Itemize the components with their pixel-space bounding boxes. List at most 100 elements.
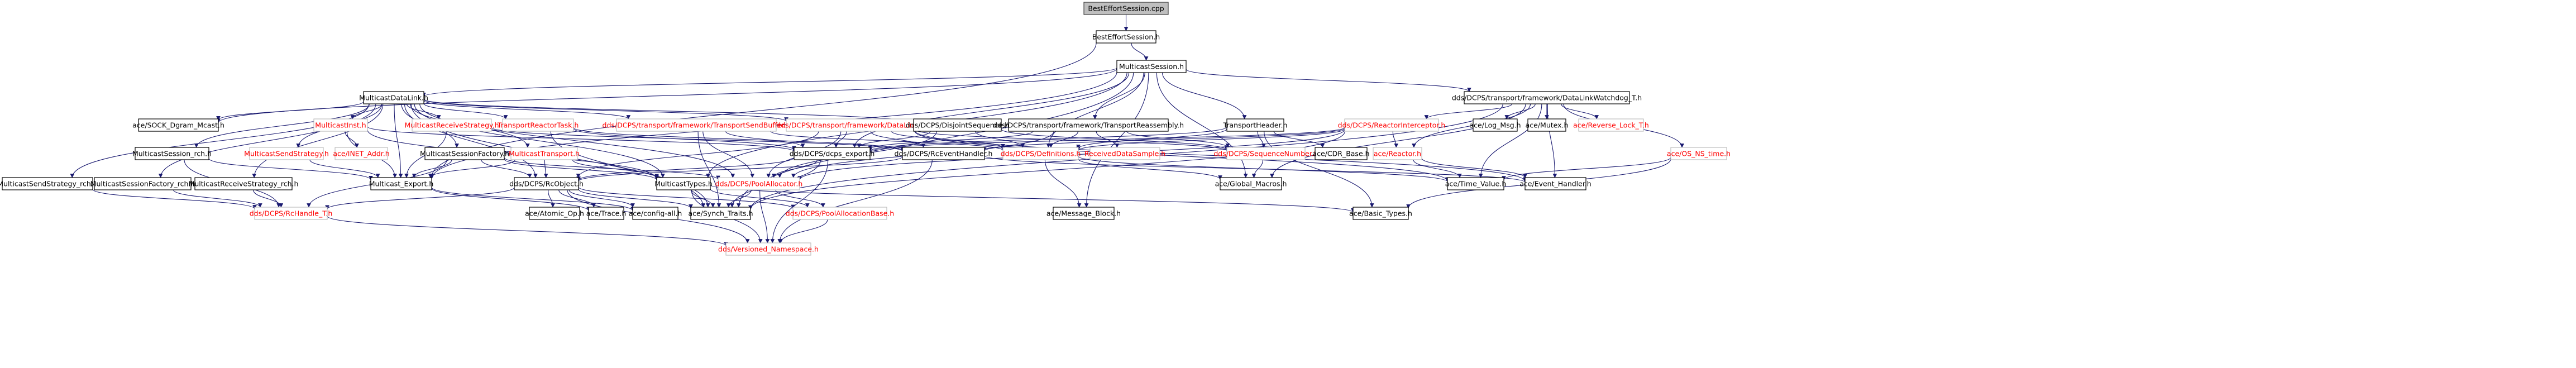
- edge-pa-to-vn: [759, 189, 770, 243]
- node-mexp[interactable]: Multicast_Export.h: [369, 177, 434, 190]
- node-exp[interactable]: dds/DCPS/dcps_export.h: [790, 147, 875, 160]
- node-label: dds/Versioned_Namespace.h: [718, 245, 819, 254]
- node-rco[interactable]: dds/DCPS/RcObject.h: [509, 177, 584, 190]
- edge-wdog-to-reactor: [1412, 103, 1531, 148]
- edge-rco-to-pab: [578, 187, 795, 209]
- edge-mdl-to-dseq: [423, 99, 916, 123]
- node-ms[interactable]: MulticastSession.h: [1116, 60, 1187, 73]
- node-label: ace/CDR_Base.h: [1312, 150, 1369, 158]
- edge-ms-to-th: [1162, 72, 1247, 120]
- node-rch[interactable]: dds/DCPS/RcHandle_T.h: [250, 207, 333, 220]
- node-msrch[interactable]: MulticastSession_rch.h: [132, 147, 212, 160]
- edge-rco-to-st: [578, 189, 693, 209]
- edge-th-to-exp: [868, 126, 1227, 152]
- node-msend[interactable]: MulticastSendStrategy.h: [244, 147, 329, 160]
- node-msfrch[interactable]: MulticastSessionFactory_rch.h: [90, 177, 195, 190]
- node-box: [656, 177, 711, 190]
- edge-tdl-to-seqn: [914, 129, 1229, 151]
- edge-rco-to-aop: [547, 189, 555, 208]
- node-label: dds/DCPS/transport/framework/TransportSe…: [603, 121, 791, 130]
- node-label: dds/DCPS/transport/framework/TransportRe…: [993, 121, 1184, 130]
- node-tdl[interactable]: dds/DCPS/transport/framework/DataLink.h: [776, 118, 925, 132]
- node-mssrch[interactable]: MulticastSendStrategy_rch.h: [0, 177, 98, 190]
- node-st[interactable]: ace/Synch_Traits.h: [688, 207, 753, 220]
- node-minst[interactable]: MulticastInst.h: [313, 118, 368, 132]
- node-box: [412, 118, 492, 132]
- node-label: ace/OS_NS_time.h: [1667, 150, 1731, 158]
- node-label: TransportReactorTask.h: [497, 121, 579, 130]
- node-reactor[interactable]: ace/Reactor.h: [1373, 147, 1422, 160]
- node-mdl[interactable]: MulticastDataLink.h: [359, 91, 428, 104]
- edge-dseq-to-exp: [857, 131, 931, 148]
- edge-th-to-seqn: [1257, 131, 1266, 148]
- node-log[interactable]: ace/Log_Msg.h: [1469, 118, 1521, 132]
- node-beh[interactable]: BestEffortSession.h: [1092, 30, 1160, 44]
- edge-ri-to-exp: [868, 127, 1345, 152]
- node-box: [794, 147, 871, 160]
- edge-pab-to-vn: [778, 219, 828, 243]
- node-bt[interactable]: ace/Basic_Types.h: [1349, 207, 1412, 220]
- edge-mdl-to-mssrch: [70, 103, 370, 178]
- node-mb[interactable]: ace/Message_Block.h: [1046, 207, 1121, 220]
- node-cfg[interactable]: ace/config-all.h: [629, 207, 682, 220]
- node-rlt[interactable]: ace/Reverse_Lock_T.h: [1573, 118, 1649, 132]
- node-label: ace/config-all.h: [629, 209, 682, 218]
- node-box: [94, 177, 192, 190]
- node-dseq[interactable]: dds/DCPS/DisjointSequence.h: [906, 118, 1009, 132]
- edge-seqn-to-gm: [1251, 159, 1264, 178]
- node-aop[interactable]: ace/Atomic_Op.h: [525, 207, 584, 220]
- node-nstime[interactable]: ace/OS_NS_time.h: [1667, 147, 1731, 160]
- edge-pa-to-pab: [775, 189, 825, 208]
- node-rds[interactable]: ReceivedDataSample.h: [1084, 147, 1165, 160]
- edge-mdl-to-mrsrch: [252, 103, 384, 178]
- node-label: ReceivedDataSample.h: [1084, 150, 1165, 158]
- node-label: MulticastSendStrategy_rch.h: [0, 180, 98, 188]
- node-tra[interactable]: dds/DCPS/transport/framework/TransportRe…: [993, 118, 1184, 132]
- node-label: ace/Basic_Types.h: [1349, 209, 1412, 218]
- edge-tdl-to-exp: [834, 131, 847, 148]
- node-box: [363, 91, 424, 104]
- node-pa[interactable]: dds/DCPS/PoolAllocator.h: [715, 177, 803, 190]
- node-box: [1315, 147, 1368, 160]
- node-msf[interactable]: MulticastSessionFactory.h: [420, 147, 509, 160]
- node-defs[interactable]: dds/DCPS/Definitions.h: [1001, 147, 1081, 160]
- node-mt[interactable]: MulticastTypes.h: [654, 177, 713, 190]
- edge-mtr-to-mexp: [428, 159, 515, 178]
- edge-beh-to-ms: [1131, 42, 1149, 61]
- node-ri[interactable]: dds/DCPS/ReactorInterceptor.h: [1338, 118, 1446, 132]
- node-gm[interactable]: ace/Global_Macros.h: [1215, 177, 1287, 190]
- node-tsb[interactable]: dds/DCPS/transport/framework/TransportSe…: [603, 118, 791, 132]
- node-label: MulticastTypes.h: [654, 180, 713, 188]
- node-vn[interactable]: dds/Versioned_Namespace.h: [718, 242, 819, 256]
- edge-ms-to-defs: [1046, 72, 1144, 148]
- node-label: ace/Trace.h: [586, 209, 627, 218]
- node-mrecv[interactable]: MulticastReceiveStrategy.h: [404, 118, 499, 132]
- node-th[interactable]: TransportHeader.h: [1223, 118, 1288, 132]
- edge-mtr-to-rco: [543, 159, 548, 178]
- node-label: dds/DCPS/transport/framework/DataLinkWat…: [1452, 94, 1642, 102]
- edge-rco-to-rch: [325, 187, 515, 210]
- edge-rch-to-vn: [327, 216, 728, 247]
- node-tv[interactable]: ace/Time_Value.h: [1445, 177, 1507, 190]
- node-trace[interactable]: ace/Trace.h: [586, 207, 627, 220]
- edge-mdl-to-msfrch: [158, 103, 376, 178]
- edge-ms-to-sock: [216, 68, 1117, 123]
- node-seqn[interactable]: dds/DCPS/SequenceNumber.h: [1213, 147, 1318, 160]
- node-cdr[interactable]: ace/CDR_Base.h: [1312, 147, 1370, 160]
- edge-th-to-defs: [1076, 128, 1227, 149]
- node-mtr[interactable]: MulticastTransport.h: [509, 147, 580, 160]
- node-wdog[interactable]: dds/DCPS/transport/framework/DataLinkWat…: [1452, 91, 1642, 104]
- node-eh[interactable]: ace/Event_Handler.h: [1519, 177, 1592, 190]
- node-pab[interactable]: dds/DCPS/PoolAllocationBase.h: [786, 207, 894, 220]
- edge-mrsrch-to-rch: [253, 189, 284, 208]
- node-reh[interactable]: dds/DCPS/RcEventHandler.h: [895, 147, 993, 160]
- node-inet[interactable]: ace/INET_Addr.h: [333, 147, 390, 160]
- node-trt[interactable]: TransportReactorTask.h: [497, 118, 579, 132]
- node-box: [1226, 147, 1306, 160]
- edge-ms-to-exp: [852, 72, 1130, 148]
- node-sock[interactable]: ace/SOCK_Dgram_Mcast.h: [132, 118, 224, 132]
- node-mutex[interactable]: ace/Mutex.h: [1526, 118, 1569, 132]
- node-mrsrch[interactable]: MulticastReceiveStrategy_rch.h: [189, 177, 299, 190]
- edge-wdog-to-gm: [1270, 103, 1526, 178]
- node-box: [1002, 147, 1079, 160]
